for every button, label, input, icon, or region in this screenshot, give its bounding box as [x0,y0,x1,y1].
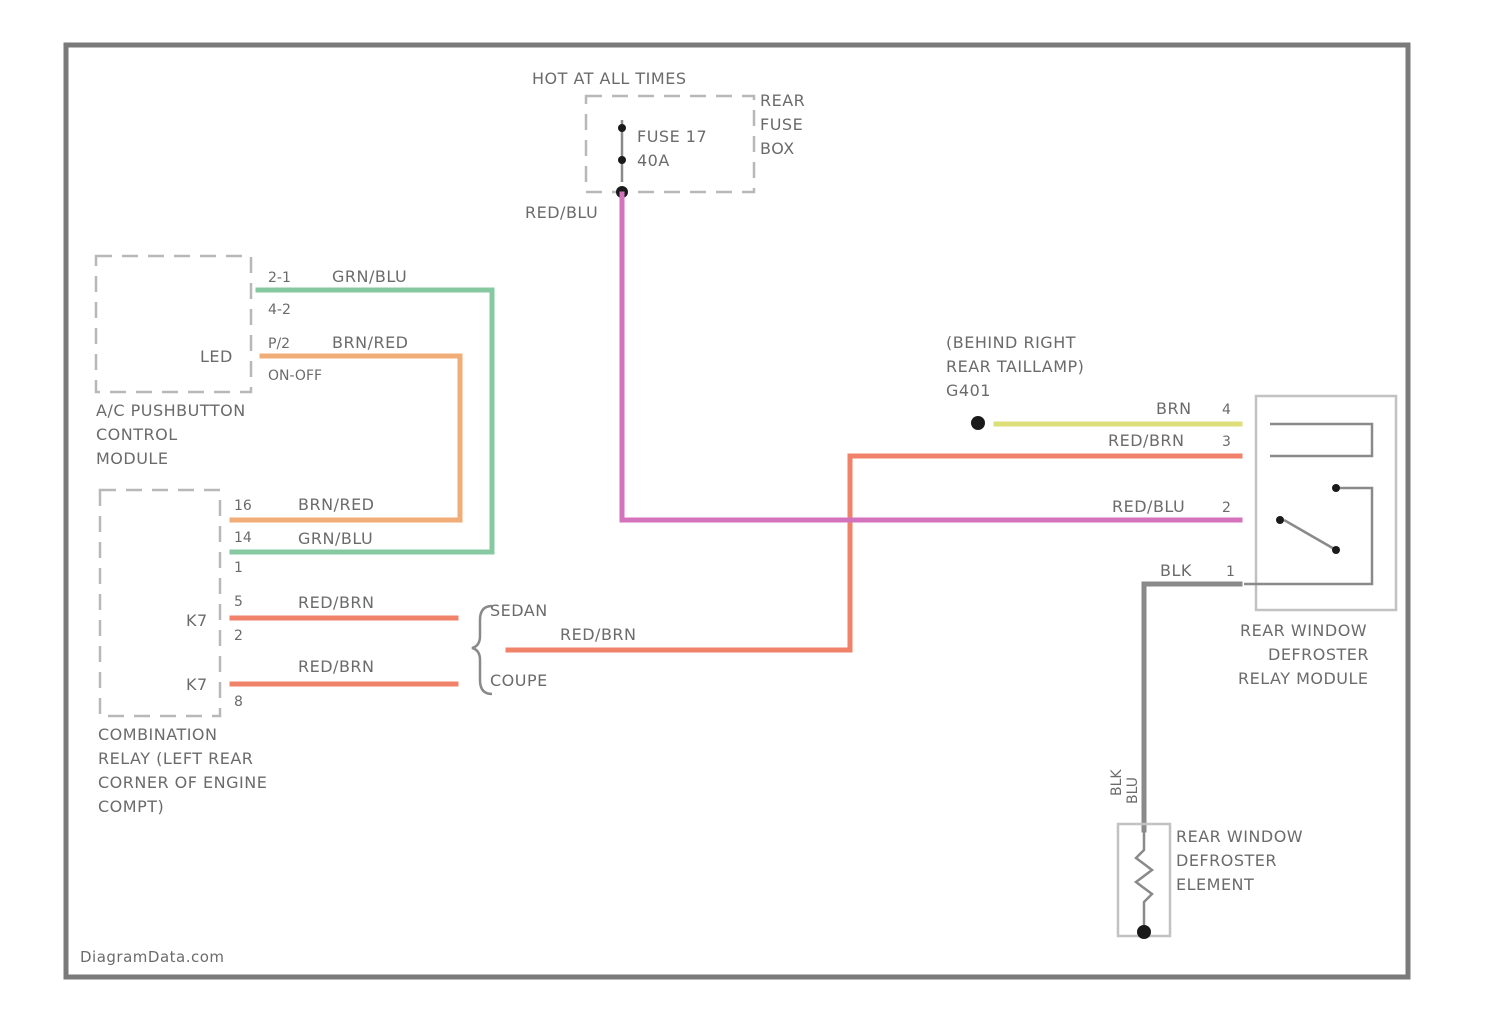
ac-green-wire-label: GRN/BLU [332,267,407,286]
combo-k7-bottom: K7 [186,675,208,694]
ac-module-outline [96,256,251,392]
element-name-3: ELEMENT [1176,875,1254,894]
heater-grid-symbol [1136,830,1152,932]
ac-pin-on-off: ON-OFF [268,368,322,384]
relay-coil [1270,424,1372,456]
variant-brace [472,606,492,694]
combo-red-brn-label-2: RED/BRN [298,657,375,676]
fuse-box-name-2: FUSE [760,115,803,134]
element-wire-label-1: BLK [1109,769,1125,796]
relay-module-name-2: DEFROSTER [1268,645,1369,664]
wire-red-brn-to-relay [508,456,1240,650]
fuse-box-name-3: BOX [760,139,795,158]
relay-module-outline [1256,396,1396,610]
relay-pivot [1276,516,1284,524]
relay-pin-3: 3 [1222,434,1231,450]
relay-blk-label: BLK [1160,561,1192,580]
combo-brn-red-label: BRN/RED [298,495,375,514]
coupe-label: COUPE [490,671,548,690]
ac-orange-wire-label: BRN/RED [332,333,409,352]
fuse-output-wire-label: RED/BLU [525,203,598,222]
ac-pin-p2: P/2 [268,336,290,352]
element-wire-label-2: BLU [1125,777,1141,804]
fuse-terminal-top [618,124,626,132]
sedan-label: SEDAN [490,601,548,620]
relay-pin-1: 1 [1226,564,1235,580]
combo-pin-16: 16 [234,498,252,514]
ac-module-name-3: MODULE [96,449,168,468]
hot-at-all-times-label: HOT AT ALL TIMES [532,69,686,88]
fuse-terminal-mid [618,156,626,164]
relay-module-name-1: REAR WINDOW [1240,621,1367,640]
ground-id: G401 [946,381,991,400]
wire-blk-to-element [1144,584,1240,830]
combo-relay-name-1: COMBINATION [98,725,218,744]
relay-red-brn-label: RED/BRN [1108,431,1185,450]
combination-relay: 16 14 1 5 2 8 K7 K7 BRN/RED GRN/BLU RED/… [98,490,375,816]
watermark: DiagramData.com [80,948,225,966]
element-name-1: REAR WINDOW [1176,827,1303,846]
relay-switch-arm [1284,520,1336,550]
ground-symbol [971,416,985,430]
relay-pin-4: 4 [1222,402,1231,418]
combo-pin-8: 8 [234,694,243,710]
combo-grn-blu-label: GRN/BLU [298,529,373,548]
ac-led-label: LED [200,347,233,366]
ac-pin-4-2: 4-2 [268,302,291,318]
combo-relay-name-4: COMPT) [98,797,164,816]
combo-relay-name-3: CORNER OF ENGINE [98,773,267,792]
combo-pin-14: 14 [234,530,252,546]
rear-fuse-box: HOT AT ALL TIMES FUSE 17 40A REAR FUSE B… [525,69,805,222]
combo-red-brn-label-1: RED/BRN [298,593,375,612]
combo-k7-top: K7 [186,611,208,630]
variant-wire-label: RED/BRN [560,625,637,644]
ac-pin-2-1: 2-1 [268,270,291,286]
rear-window-defroster-element: BLK BLU REAR WINDOW DEFROSTER ELEMENT [1109,769,1303,939]
ac-module-name-1: A/C PUSHBUTTON [96,401,246,420]
relay-module-name-3: RELAY MODULE [1238,669,1369,688]
relay-contact-nc [1332,546,1340,554]
combo-pin-5: 5 [234,594,243,610]
relay-pin-2: 2 [1222,500,1231,516]
combo-pin-2: 2 [234,628,243,644]
relay-contact-path [1244,488,1372,584]
ground-location-2: REAR TAILLAMP) [946,357,1084,376]
fuse-rating-label: 40A [637,151,670,170]
rear-window-defroster-relay-module: BRN 4 RED/BRN 3 RED/BLU 2 BLK 1 REAR WIN… [1108,396,1396,688]
relay-red-blu-label: RED/BLU [1112,497,1185,516]
ground-g401: (BEHIND RIGHT REAR TAILLAMP) G401 [946,333,1084,430]
ground-location-1: (BEHIND RIGHT [946,333,1076,352]
relay-brn-label: BRN [1156,399,1192,418]
ac-module-name-2: CONTROL [96,425,178,444]
element-ground [1137,925,1151,939]
wires [232,194,1240,830]
combo-pin-1: 1 [234,560,243,576]
combo-relay-name-2: RELAY (LEFT REAR [98,749,253,768]
fuse-box-name-1: REAR [760,91,805,110]
element-name-2: DEFROSTER [1176,851,1277,870]
fuse-label: FUSE 17 [637,127,707,146]
wire-red-blu-to-relay [622,194,1240,520]
relay-contact-no [1332,484,1340,492]
